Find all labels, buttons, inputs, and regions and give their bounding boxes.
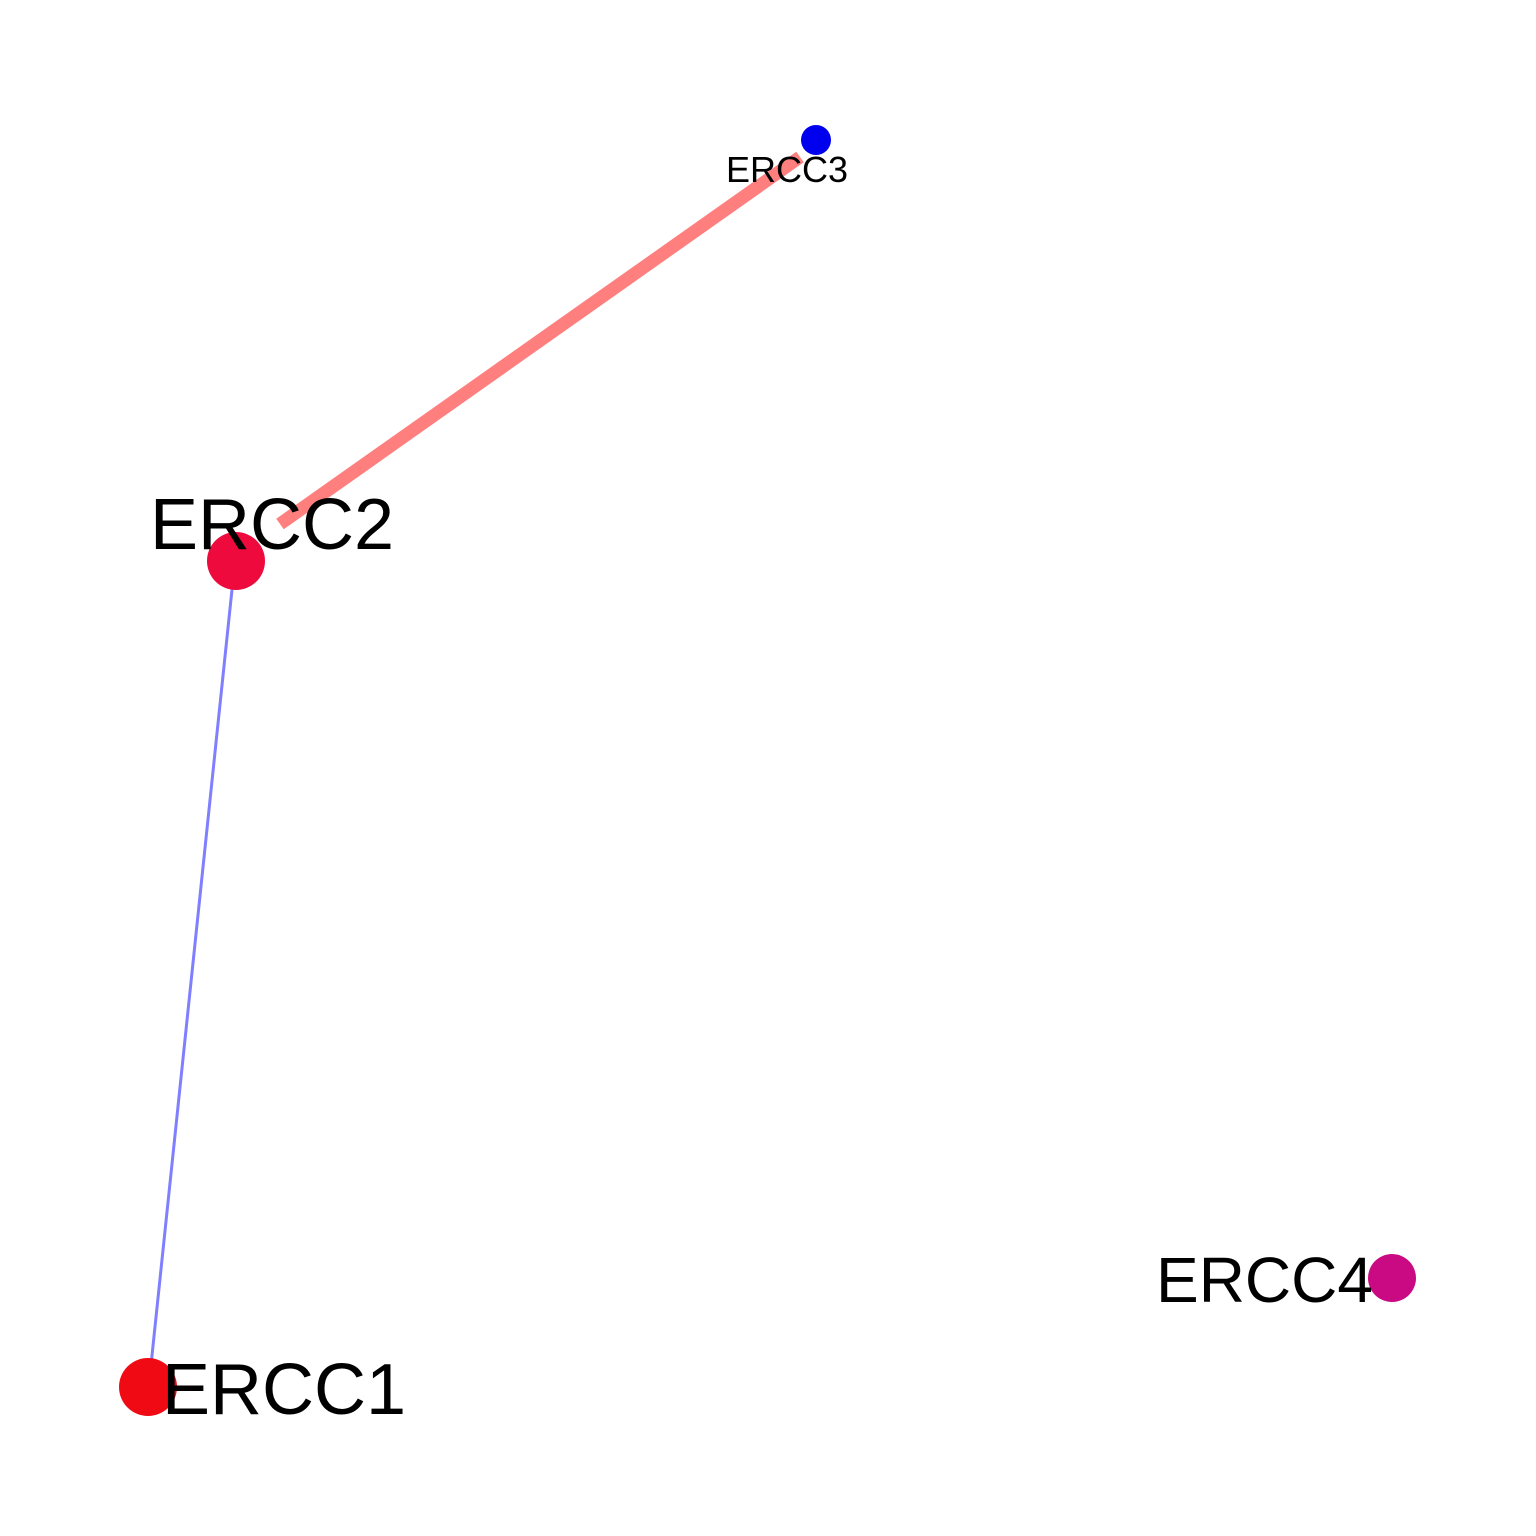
edges-layer <box>149 151 804 1366</box>
labels-layer: ERCC1 ERCC2 ERCC3 ERCC4 <box>150 149 1373 1430</box>
node-ercc1-label: ERCC1 <box>162 1350 406 1430</box>
node-ercc3-dot[interactable] <box>801 125 831 155</box>
node-ercc1-dot[interactable] <box>119 1358 177 1416</box>
node-ercc4-dot[interactable] <box>1368 1254 1416 1302</box>
node-ercc4-label: ERCC4 <box>1156 1244 1373 1316</box>
node-ercc3-label: ERCC3 <box>726 149 848 190</box>
edge-ercc2-ercc3 <box>276 151 804 530</box>
node-ercc2-dot[interactable] <box>207 532 265 590</box>
nodes-layer <box>119 125 1416 1416</box>
edge-ercc2-ercc1 <box>149 579 235 1366</box>
node-ercc2-label: ERCC2 <box>150 485 394 565</box>
